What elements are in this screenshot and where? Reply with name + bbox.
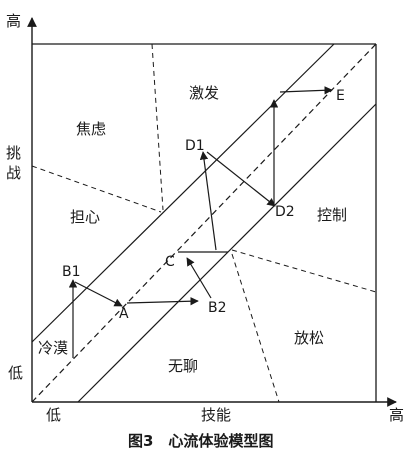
transition-arrows — [68, 86, 333, 358]
divider-worry — [31, 165, 162, 213]
y-low-label: 低 — [8, 364, 23, 382]
point-b1: B1 — [62, 264, 81, 280]
x-axis-title: 技能 — [201, 406, 231, 424]
arrow-b2-to-c — [186, 257, 212, 299]
region-relaxation: 放松 — [294, 329, 324, 347]
plot-frame — [32, 43, 377, 402]
divider-anxiety-arousal — [151, 43, 164, 211]
region-control: 控制 — [317, 206, 347, 224]
arrow-d1-to-d2 — [206, 151, 276, 207]
region-apathy: 冷漠 — [38, 339, 68, 357]
point-d2: D2 — [275, 204, 295, 220]
y-high-label: 高 — [6, 12, 21, 30]
point-c: C — [165, 254, 175, 270]
x-high-label: 高 — [389, 406, 404, 424]
channel-center-line — [31, 43, 377, 403]
channel-upper-boundary — [31, 43, 335, 343]
region-dividers — [31, 43, 377, 403]
flow-channel — [31, 43, 377, 403]
arrow-to-e — [279, 86, 333, 95]
region-boredom: 无聊 — [168, 357, 198, 375]
channel-lower-boundary — [77, 103, 377, 403]
arrow-a-to-b2 — [126, 297, 199, 306]
point-b2: B2 — [208, 300, 227, 316]
region-arousal: 激发 — [189, 84, 219, 102]
divider-control-relax — [231, 249, 377, 293]
figure-caption: 图3 心流体验模型图 — [128, 432, 273, 450]
point-d1: D1 — [185, 138, 205, 154]
y-axis-title-1: 挑 — [6, 144, 21, 162]
axes — [27, 17, 397, 407]
x-low-label: 低 — [46, 406, 61, 424]
region-worry: 担心 — [70, 208, 100, 226]
y-axis-title-2: 战 — [6, 164, 21, 182]
divider-boredom-relax — [231, 253, 280, 403]
arrow-c-to-d1 — [199, 151, 217, 251]
region-anxiety: 焦虑 — [76, 120, 106, 138]
point-a: A — [119, 306, 129, 322]
arrow-b1-to-a — [74, 281, 123, 307]
point-e: E — [336, 88, 345, 104]
